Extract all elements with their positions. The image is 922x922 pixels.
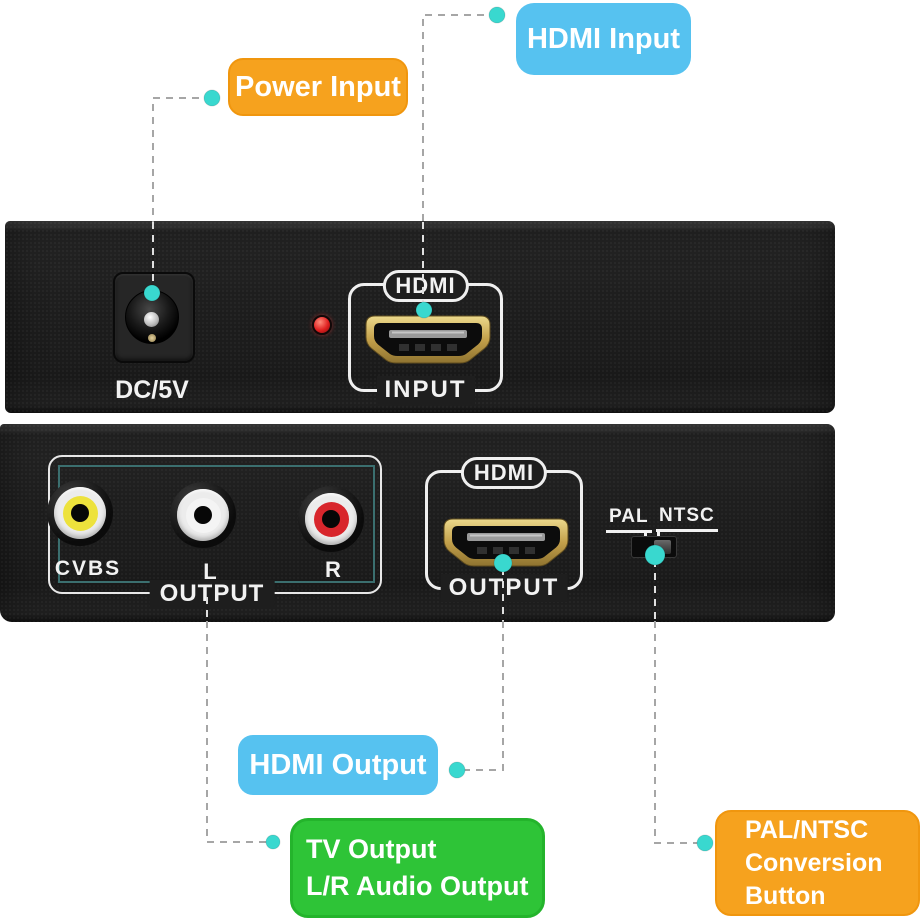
pal-label: PAL (606, 506, 652, 533)
switch-bracket-left (644, 531, 647, 539)
callout-power-input: Power Input (228, 58, 408, 116)
callout-line-hdmi-output (462, 621, 504, 771)
cvbs-label: CVBS (54, 557, 122, 580)
hdmi-badge: HDMI (382, 270, 469, 302)
audio-right-label: R (325, 557, 341, 582)
hdmi-input-port (365, 315, 491, 364)
rca-jack-audio-right (298, 486, 364, 552)
callout-line-tv-output (206, 621, 268, 843)
converter-front-panel: CVBS L R OUTPUT HDMI (0, 424, 835, 622)
audio-left-label: L (203, 559, 217, 584)
rca-jack-color-ring (62, 495, 98, 531)
callout-pal-ntsc-line2: Conversion (745, 848, 883, 877)
callout-tv-output: TV Output L/R Audio Output (290, 818, 545, 918)
rca-jack-cvbs (47, 480, 113, 546)
rca-jack-hole (194, 506, 212, 524)
callout-dot (488, 6, 506, 24)
pal-ntsc-switch-knob (654, 540, 671, 554)
rca-jack-color-ring (185, 497, 221, 533)
callout-dot (265, 834, 281, 850)
callout-dot (696, 834, 714, 852)
callout-tv-output-line1: TV Output (306, 834, 437, 864)
hdmi-output-port (443, 518, 569, 567)
callout-dot (448, 761, 466, 779)
pal-ntsc-switch (631, 536, 677, 558)
hdmi-input-port-label: INPUT (376, 376, 475, 404)
callout-line-power (152, 97, 212, 222)
callout-hdmi-output: HDMI Output (238, 735, 438, 795)
rca-jack-audio-left (170, 482, 236, 548)
callout-hdmi-input: HDMI Input (516, 3, 691, 75)
converter-rear-panel: DC/5V HDMI INPUT (5, 221, 835, 413)
power-led-indicator (312, 315, 332, 335)
callout-pal-ntsc: PAL/NTSC Conversion Button (715, 810, 920, 916)
callout-dot (203, 89, 221, 107)
callout-line-hdmi-input (422, 14, 497, 222)
switch-bracket-right (657, 530, 660, 538)
hdmi-input-group: HDMI INPUT (348, 270, 503, 404)
hdmi-output-port-label: OUTPUT (440, 574, 568, 602)
callout-line-pal-ntsc (654, 621, 700, 844)
rca-jack-ring (305, 493, 357, 545)
callout-pal-ntsc-line1: PAL/NTSC (745, 815, 869, 844)
callout-pal-ntsc-line3: Button (745, 881, 826, 910)
hdmi-output-group: HDMI OUTPUT (425, 457, 583, 602)
rca-jack-hole (322, 510, 340, 528)
rca-jack-ring (177, 489, 229, 541)
rca-jack-ring (54, 487, 106, 539)
rca-group-label: OUTPUT (149, 580, 275, 608)
dc-power-jack-glint (148, 334, 156, 342)
rca-jack-color-ring (313, 501, 349, 537)
dc-power-label: DC/5V (115, 376, 189, 404)
callout-tv-output-line2: L/R Audio Output (306, 871, 529, 901)
rca-jack-hole (71, 504, 89, 522)
hdmi-badge: HDMI (460, 457, 548, 489)
ntsc-label: NTSC (656, 505, 718, 532)
dc-power-jack-pin (144, 312, 159, 327)
